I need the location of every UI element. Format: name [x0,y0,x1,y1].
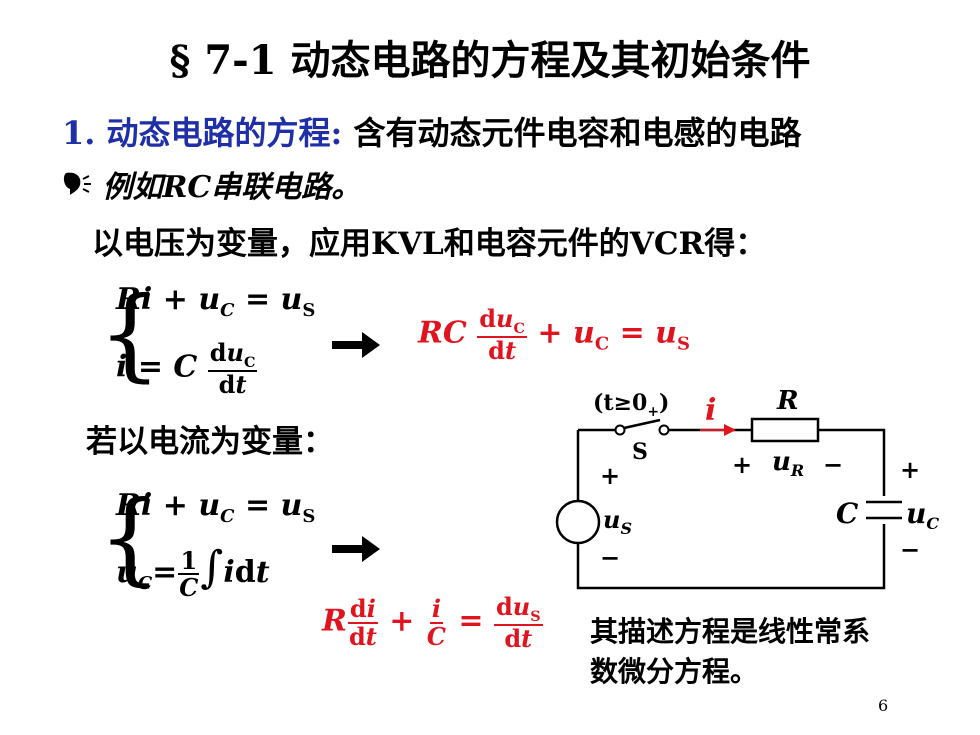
resistor-plus: + [732,450,752,479]
arrow-2 [332,534,380,568]
capacitor [864,496,904,524]
speaker-icon [62,170,102,205]
rc-circuit-diagram: (t≥0+) S i R + uR − + uS − C + uC − [555,386,939,590]
resistor-label: R [776,386,799,416]
resistor-minus: − [823,450,843,479]
switch-label: S [632,439,648,465]
current-variable-text: 若以电流为变量： [86,424,334,460]
example-line: 例如RC串联电路。 [62,162,361,206]
source-minus: − [600,543,620,572]
arrow-1 [332,330,380,364]
section-heading: 1. 动态电路的方程: 含有动态元件电容和电感的电路 [62,108,802,154]
page-number: 6 [878,696,889,715]
switch-s [614,418,670,436]
left-brace: { [98,479,162,596]
voltage-source [555,499,601,545]
section-number-label: 1. 动态电路的方程: [62,114,343,152]
source-label: uS [603,505,632,538]
capacitor-label: C [836,497,859,530]
voltage-variable-text: 以电压为变量，应用KVL和电容元件的VCR得： [92,226,767,262]
kvl-equation-2: Ri + uC = uS [116,488,316,527]
cap-minus: − [900,535,920,564]
cap-plus: + [900,455,920,484]
switch-time-label: (t≥0+) [593,390,669,420]
resistor [750,417,820,443]
resistor-voltage-label: uR [772,447,804,480]
source-plus: + [600,461,620,490]
cap-voltage-label: uC [906,497,939,533]
section-description: 含有动态元件电容和电感的电路 [353,114,802,152]
equation-description: 其描述方程是线性常系数微分方程。 [590,615,871,688]
kvl-equation: Ri + uC = uS [116,282,316,321]
current-label: i [705,393,716,428]
current-arrow [700,424,736,436]
page-title: § 7-1 动态电路的方程及其初始条件 [169,37,811,84]
left-brace: { [98,275,162,392]
example-text: 例如RC串联电路。 [102,170,362,205]
